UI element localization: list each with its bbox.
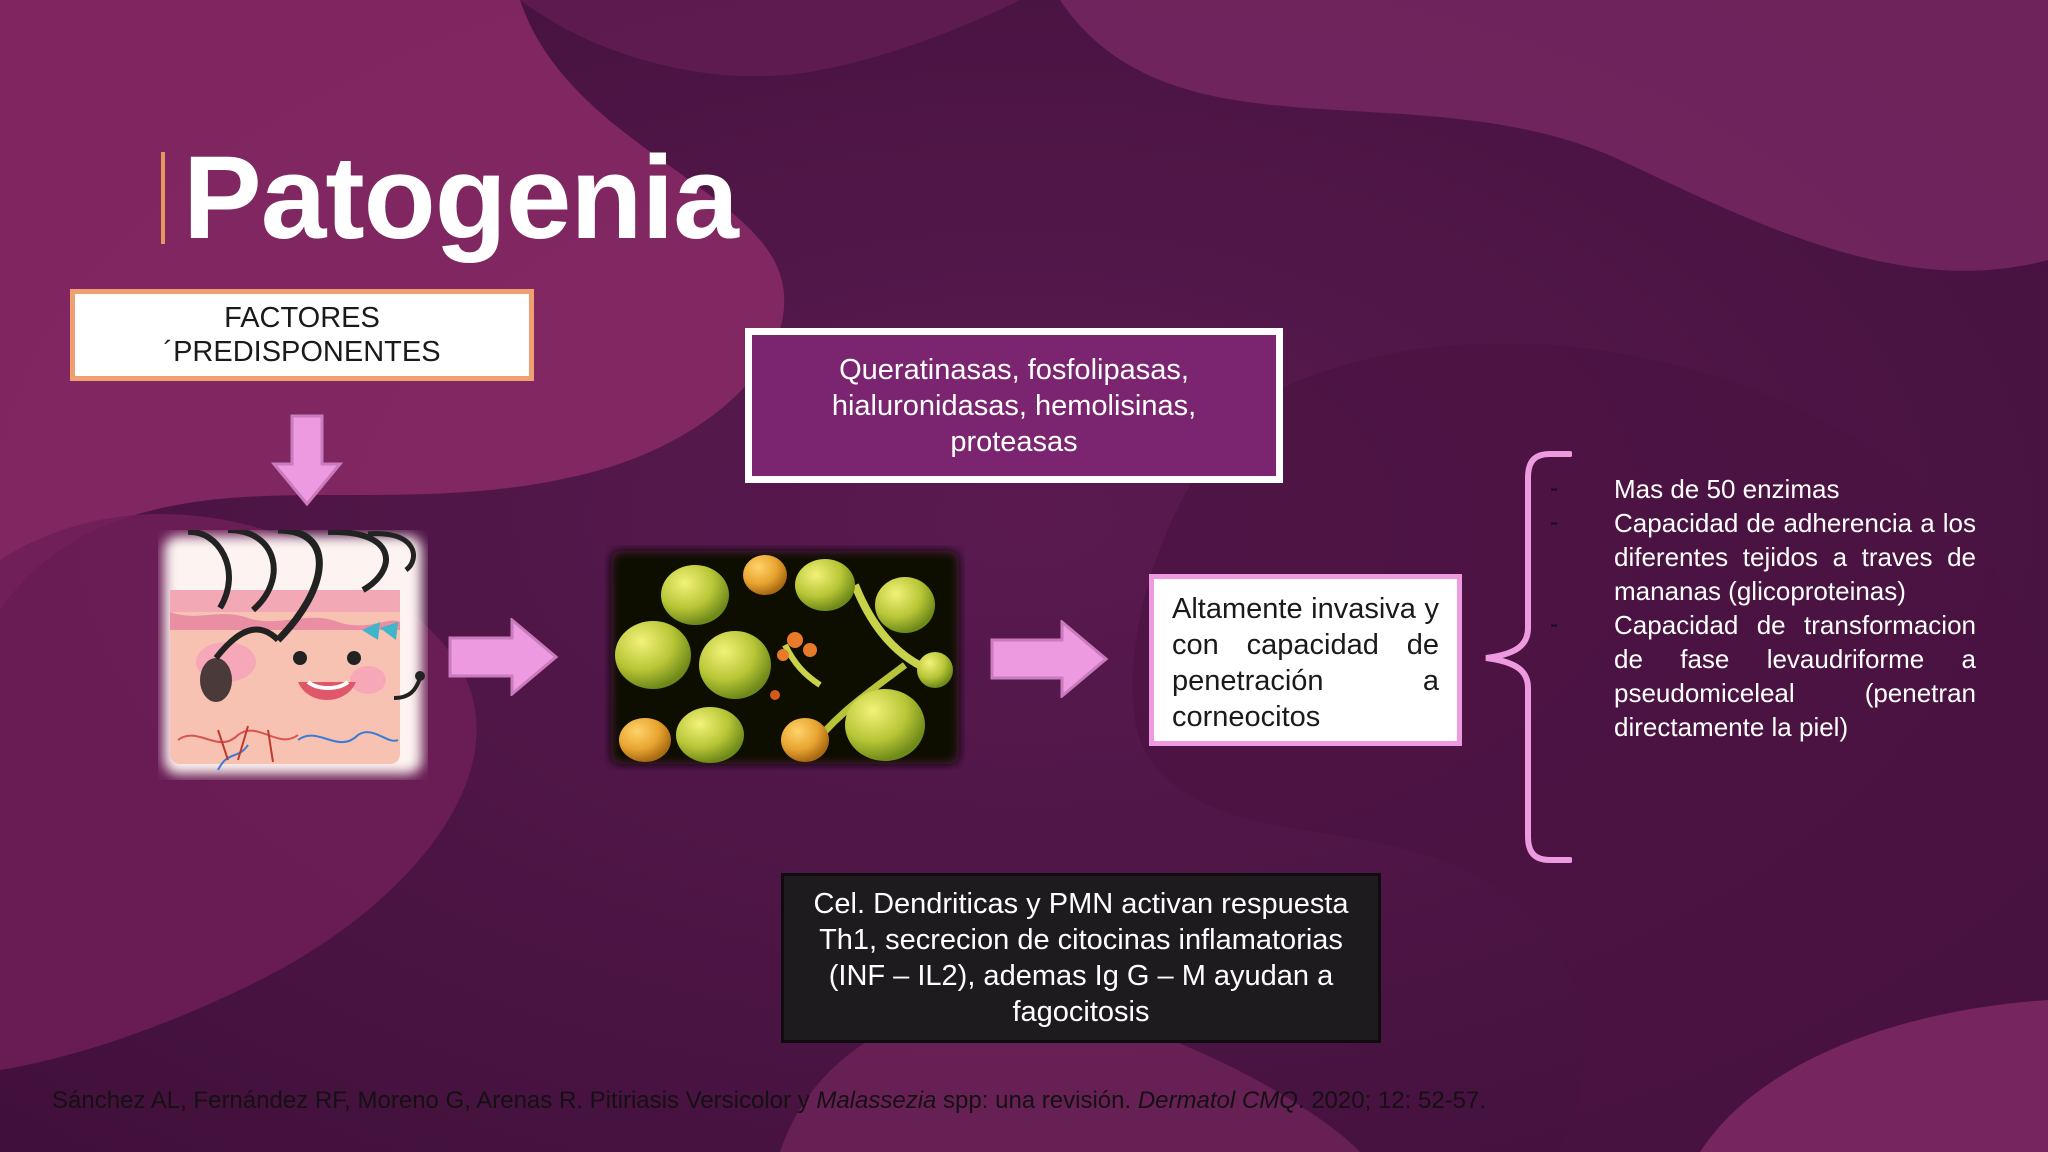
factors-box: FACTORES ´PREDISPONENTES — [70, 289, 534, 381]
skin-cartoon-image — [164, 530, 425, 774]
citation-title-rest: spp: una revisión. — [936, 1087, 1138, 1114]
enzymes-box: Queratinasas, fosfolipasas, hialuronidas… — [745, 328, 1283, 483]
bullet-dash-icon: - — [1550, 475, 1558, 502]
citation-genus: Malassezia — [816, 1087, 937, 1114]
list-item: - Mas de 50 enzimas — [1540, 472, 1976, 506]
list-item: - Capacidad de adherencia a los diferente… — [1540, 506, 1976, 608]
arrow-right-icon — [448, 618, 559, 696]
list-item-text: Capacidad de adherencia a los diferentes… — [1614, 508, 1976, 606]
list-item-text: Mas de 50 enzimas — [1614, 474, 1840, 504]
citation-authors: Sánchez AL, Fernández RF, Moreno G, Aren… — [52, 1087, 817, 1114]
left-brace-icon — [1485, 451, 1572, 863]
immune-response-box: Cel. Dendriticas y PMN activan respuesta… — [781, 873, 1381, 1043]
title-accent-bar — [161, 152, 165, 244]
arrow-right-icon — [990, 620, 1109, 698]
list-item-text: Capacidad de transformacion de fase leva… — [1614, 610, 1976, 742]
characteristics-list: - Mas de 50 enzimas - Capacidad de adheren… — [1540, 472, 1976, 744]
citation-details: . 2020; 12: 52-57. — [1297, 1087, 1487, 1114]
invasive-box: Altamente invasiva y con capacidad de pe… — [1149, 574, 1462, 746]
citation: Sánchez AL, Fernández RF, Moreno G, Aren… — [52, 1087, 1486, 1115]
bullet-dash-icon: - — [1550, 509, 1558, 536]
bullet-dash-icon: - — [1550, 611, 1558, 638]
title-area: Patogenia — [161, 132, 739, 264]
arrow-down-icon — [270, 414, 344, 507]
yeast-micrograph-image — [611, 551, 959, 764]
list-item: - Capacidad de transformacion de fase lev… — [1540, 608, 1976, 744]
page-title: Patogenia — [183, 132, 739, 264]
citation-journal: Dermatol CMQ — [1137, 1087, 1298, 1114]
